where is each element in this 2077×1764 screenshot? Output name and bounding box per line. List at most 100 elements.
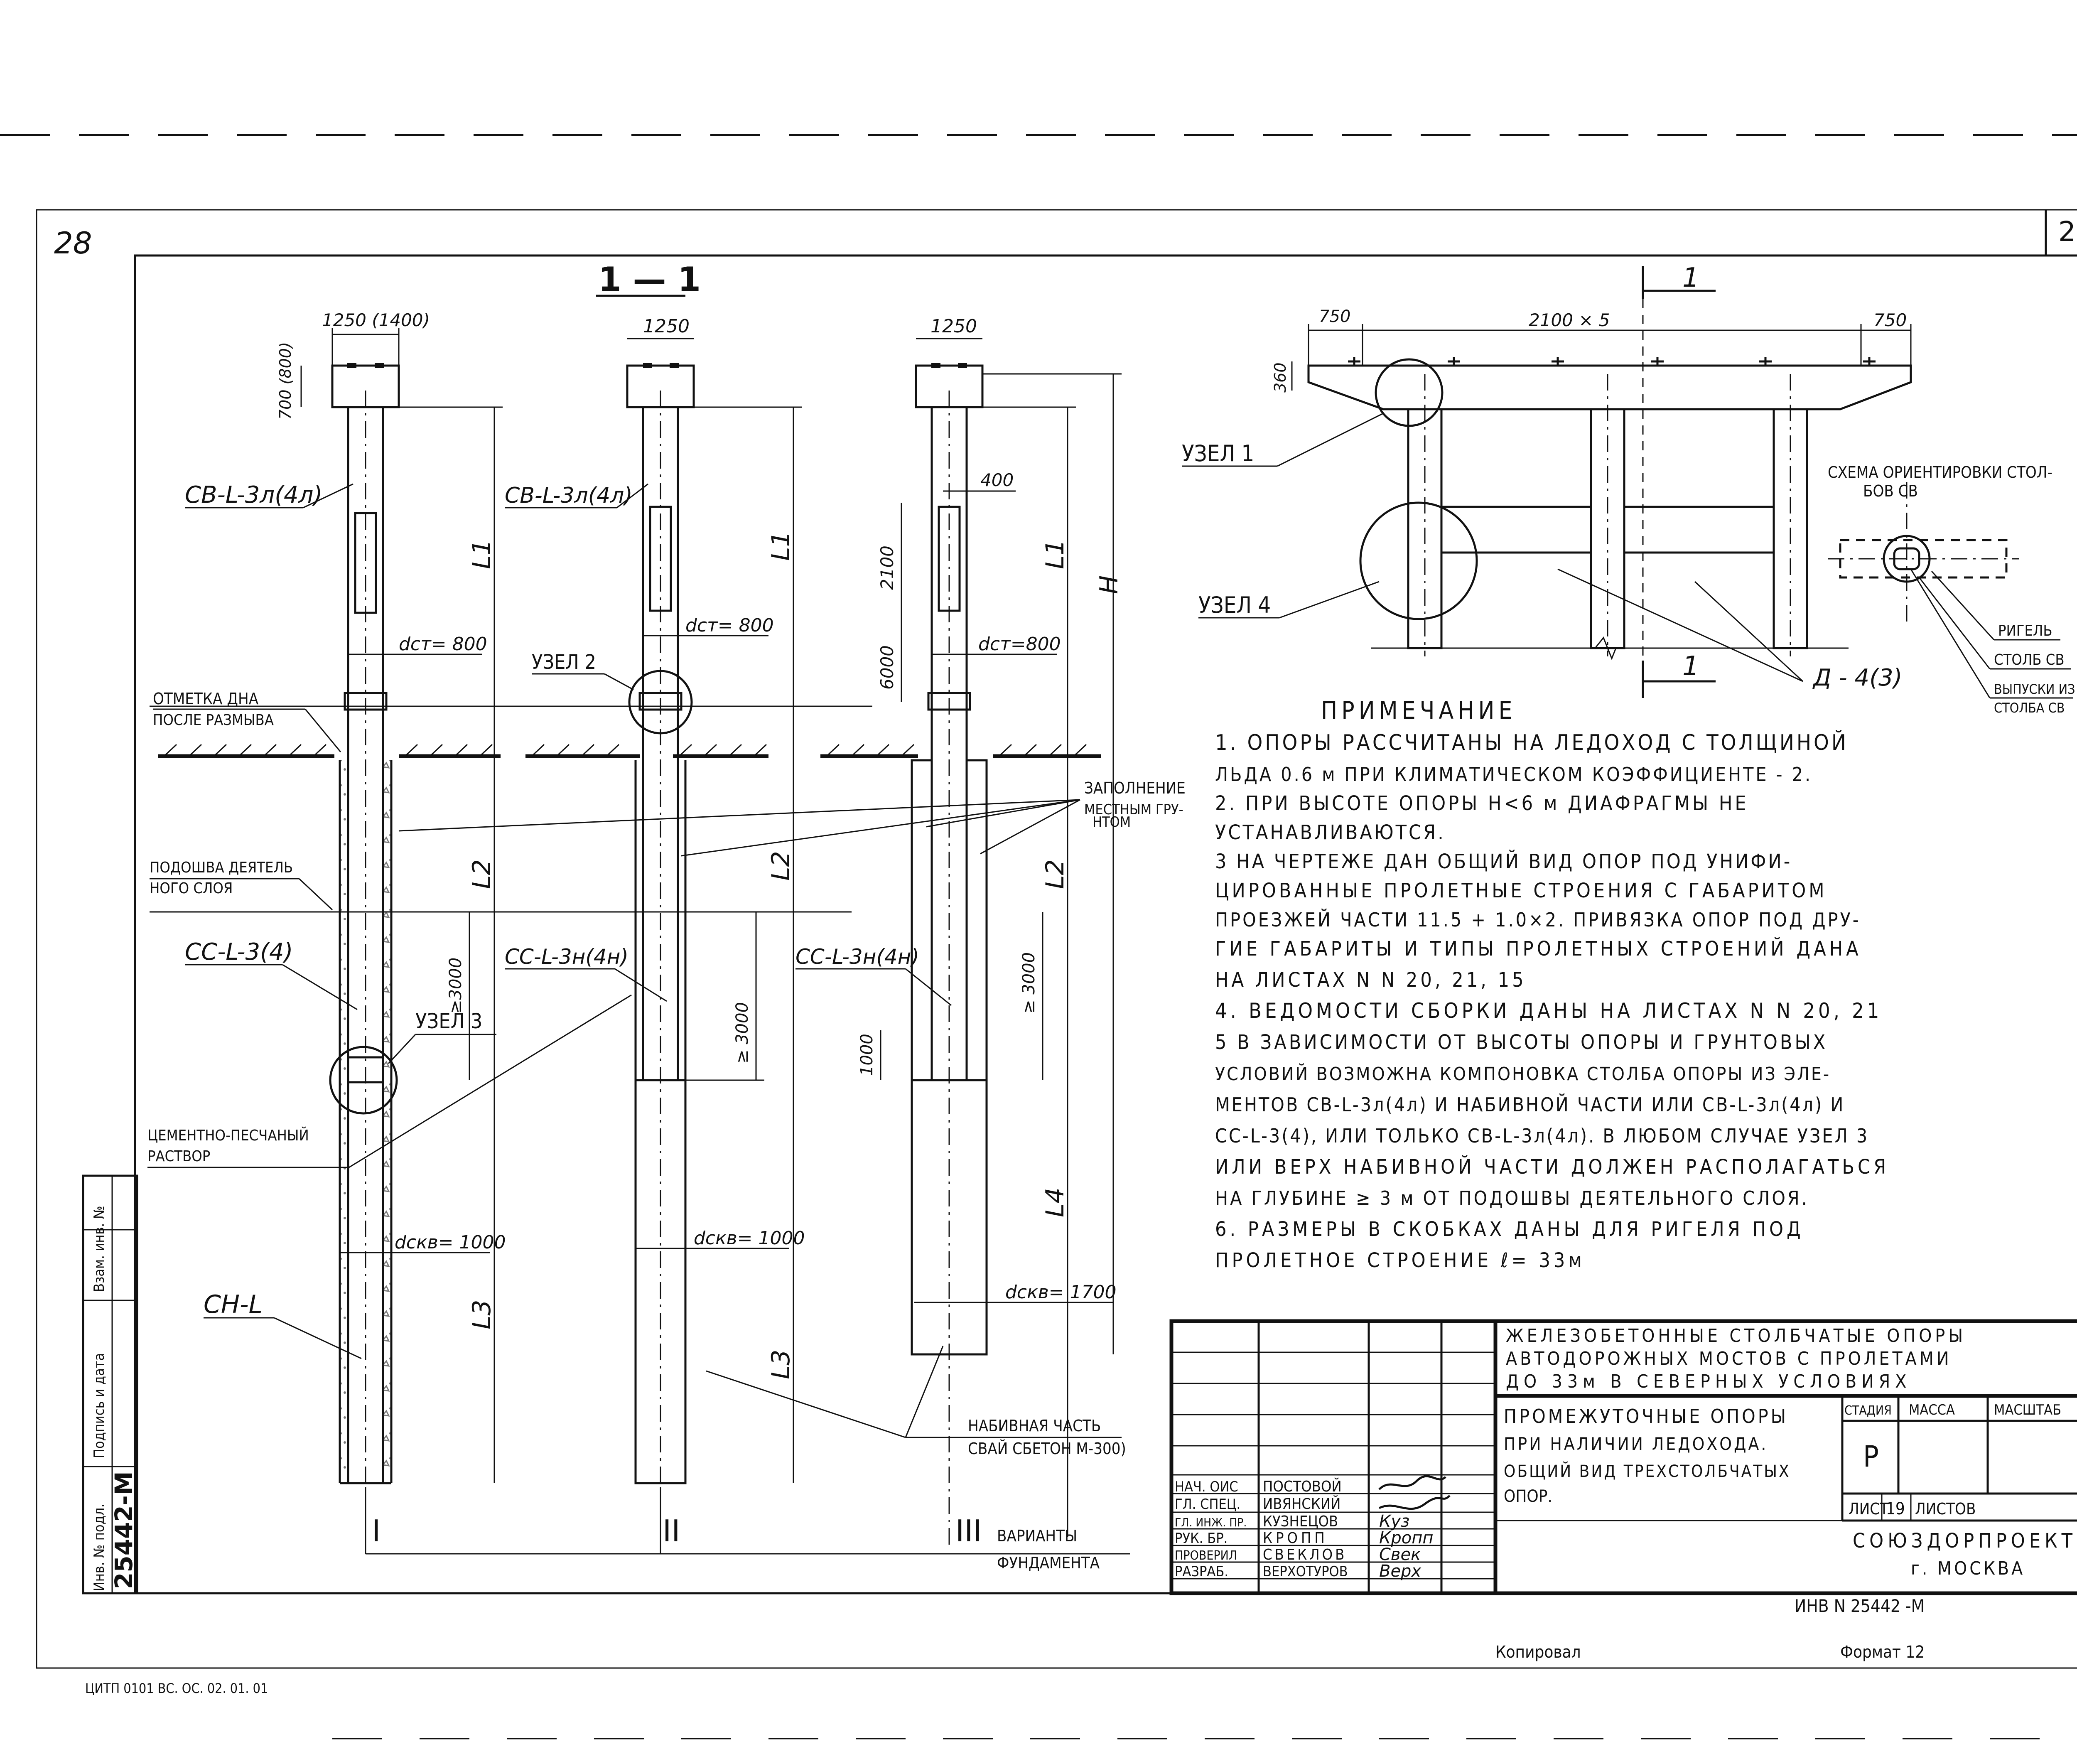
signatures: Куз Кропп Свек Верх <box>1378 1475 1451 1581</box>
copied-label: Копировал <box>1495 1643 1581 1662</box>
note-line: ПРОЕЗЖЕЙ ЧАСТИ 11.5 + 1.0×2. ПРИВЯЗКА ОП… <box>1215 909 1861 931</box>
note-line: 4. ВЕДОМОСТИ СБОРКИ ДАНЫ НА ЛИСТАХ N N 2… <box>1215 999 1882 1023</box>
note-line: НА ЛИСТАХ N N 20, 21, 15 <box>1215 968 1527 992</box>
sheet-title-3: ОБЩИЙ ВИД ТРЕХСТОЛБЧАТЫХ <box>1504 1461 1791 1481</box>
sheet-title-2: ПРИ НАЛИЧИИ ЛЕДОХОДА. <box>1504 1434 1768 1454</box>
scheme-title-2: БОВ СВ <box>1863 482 1918 500</box>
cut-marks <box>0 134 2077 1739</box>
v2-numeral: II <box>663 1513 680 1548</box>
note-line: 2. ПРИ ВЫСОТЕ ОПОРЫ Н<6 м ДИАФРАГМЫ НЕ <box>1215 792 1749 815</box>
dims-variant-1: L1 L2 L3 <box>399 406 503 1483</box>
stamp-replace: Взам. инв. № <box>91 1206 108 1292</box>
v1-dim-3000: ≥3000 <box>446 958 465 1014</box>
sheet-title-1: ПРОМЕЖУТОЧНЫЕ ОПОРЫ <box>1504 1405 1788 1427</box>
active-layer-2: НОГО СЛОЯ <box>150 880 233 897</box>
role-3: ГЛ. ИНЖ. ПР. <box>1175 1516 1247 1529</box>
signature-5: Свек <box>1379 1545 1421 1564</box>
footer-code: ЦИТП 0101 ВС. ОС. 02. 01. 01 <box>85 1680 268 1696</box>
project-line-2: АВТОДОРОЖНЫХ МОСТОВ С ПРОЛЕТАМИ <box>1506 1348 1952 1369</box>
note-line: МЕНТОВ СВ-L-3л(4л) И НАБИВНОЙ ЧАСТИ ИЛИ … <box>1215 1093 1845 1116</box>
notes: ПРИМЕЧАНИЕ 1. ОПОРЫ РАССЧИТАНЫ НА ЛЕДОХО… <box>1215 696 1886 1272</box>
v3-H: H <box>1095 575 1124 594</box>
v3-L2: L2 <box>1041 859 1070 889</box>
section-mark: 1 — 1 <box>598 260 701 299</box>
v2-node2: УЗЕЛ 2 <box>532 651 596 674</box>
note-line: 5 В ЗАВИСИМОСТИ ОТ ВЫСОТЫ ОПОРЫ И ГРУНТО… <box>1215 1031 1828 1054</box>
note-line: 3 НА ЧЕРТЕЖЕ ДАН ОБЩИЙ ВИД ОПОР ПОД УНИФ… <box>1215 850 1792 873</box>
v1-upper-label: СВ-L-3л(4л) <box>185 482 322 509</box>
el-dim-right: 750 <box>1873 310 1907 330</box>
inner-frame <box>134 254 2077 1594</box>
v3-L1: L1 <box>1041 539 1070 569</box>
role-2: ГЛ. СПЕЦ. <box>1175 1496 1240 1513</box>
diaphragm-label: Д - 4(3) <box>1812 664 1903 691</box>
role-4: РУК. БР. <box>1175 1530 1228 1547</box>
signature-4: Кропп <box>1379 1528 1434 1548</box>
stamp-inv-value: 25442-М <box>110 1471 138 1589</box>
name-6: ВЕРХОТУРОВ <box>1263 1563 1348 1580</box>
ground-lines <box>150 705 1101 913</box>
note-line: НА ГЛУБИНЕ ≥ 3 м ОТ ПОДОШВЫ ДЕЯТЕЛЬНОГО … <box>1215 1187 1809 1209</box>
v1-d-skv: dскв= 1000 <box>395 1232 506 1253</box>
scheme-title-1: СХЕМА ОРИЕНТИРОВКИ СТОЛ- <box>1828 463 2052 482</box>
v1-mid-label: СС-L-3(4) <box>185 939 293 966</box>
scheme-rigel: РИГЕЛЬ <box>1998 622 2052 639</box>
orientation-scheme: СХЕМА ОРИЕНТИРОВКИ СТОЛ- БОВ СВ РИГЕЛЬ С… <box>1828 463 2075 716</box>
v1-lower-label: СН-L <box>204 1290 263 1319</box>
variants-cap-1: ВАРИАНТЫ <box>997 1527 1077 1545</box>
node1-label: УЗЕЛ 1 <box>1182 440 1254 467</box>
mortar-1: ЦЕМЕНТНО-ПЕСЧАНЫЙ <box>147 1127 309 1144</box>
note-line: УСТАНАВЛИВАЮТСЯ. <box>1215 821 1446 844</box>
name-5: СВЕКЛОВ <box>1263 1546 1347 1563</box>
mortar-2: РАСТВОР <box>147 1148 210 1165</box>
note-line: ПРОЛЕТНОЕ СТРОЕНИЕ ℓ= 33м <box>1215 1249 1585 1272</box>
project-line-3: ДО 33м В СЕВЕРНЫХ УСЛОВИЯХ <box>1506 1371 1911 1392</box>
v2-L2: L2 <box>766 851 795 881</box>
role-1: НАЧ. ОИС <box>1175 1479 1238 1495</box>
variants-cap-2: ФУНДАМЕНТА <box>997 1554 1100 1572</box>
el-dim-360: 360 <box>1271 362 1289 393</box>
name-3: КУЗНЕЦОВ <box>1263 1513 1338 1530</box>
signature-3: Куз <box>1379 1512 1409 1531</box>
column-variant-2 <box>626 363 695 1537</box>
v1-cap-height: 700 (800) <box>276 342 295 420</box>
role-5: ПРОВЕРИЛ <box>1175 1548 1237 1563</box>
v1-L3: L3 <box>467 1300 496 1329</box>
page-number-right: 28 <box>2058 216 2077 248</box>
outer-frame <box>36 209 2077 1669</box>
v2-mid-label: СС-L-3н(4н) <box>505 945 629 969</box>
fill-label-2: МЕСТНЫМ ГРУ- <box>1084 801 1183 818</box>
note-line: 6. РАЗМЕРЫ В СКОБКАХ ДАНЫ ДЛЯ РИГЕЛЯ ПОД <box>1215 1218 1804 1241</box>
labels-variant-2: 1250 СВ-L-3л(4л) dст= 800 УЗЕЛ 2 СС-L-3н… <box>366 316 964 1555</box>
v3-d-skv: dскв= 1700 <box>1005 1282 1116 1303</box>
labels-variant-3: 1250 400 2100 6000 dст=800 СС-L-3н(4н) 1… <box>795 316 1124 1548</box>
scale-header: МАСШТАБ <box>1994 1402 2061 1418</box>
v3-d-st: dст=800 <box>978 634 1061 655</box>
note-line: ГИЕ ГАБАРИТЫ И ТИПЫ ПРОЛЕТНЫХ СТРОЕНИЙ Д… <box>1215 937 1862 961</box>
v3-numeral: III <box>955 1513 982 1548</box>
format-label: Формат 12 <box>1840 1643 1925 1662</box>
column-variant-1 <box>329 363 400 1487</box>
el-dim-mid: 2100 × 5 <box>1529 310 1610 330</box>
signature-6: Верх <box>1379 1562 1421 1581</box>
name-2: ИВЯНСКИЙ <box>1263 1495 1340 1513</box>
v2-L1: L1 <box>766 531 795 561</box>
stamp-sign: Подпись и дата <box>91 1353 108 1458</box>
elevation-view: 1 1 750 2100 × 5 750 360 <box>1182 263 1912 698</box>
v3-dim-6000: 6000 <box>877 645 897 690</box>
v3-L4: L4 <box>1041 1187 1070 1217</box>
org-name: СОЮЗДОРПРОЕКТ <box>1853 1529 2077 1553</box>
sheets-label: ЛИСТОВ <box>1915 1500 1976 1518</box>
inv-stamp: ИНВ N 25442 -М <box>1795 1596 1925 1616</box>
scheme-outlets-1: ВЫПУСКИ ИЗ <box>1994 681 2075 697</box>
v1-d-st: dст= 800 <box>399 634 487 655</box>
name-4: КРОПП <box>1263 1530 1328 1547</box>
role-6: РАЗРАБ. <box>1175 1563 1228 1580</box>
sheet-number: 19 <box>1886 1499 1905 1518</box>
cast-callout: НАБИВНАЯ ЧАСТЬ СВАЙ СБЕТОН М-300) ВАРИАН… <box>706 1346 1130 1572</box>
page-number-left: 28 <box>54 226 92 260</box>
fill-label-1: ЗАПОЛНЕНИЕ <box>1084 779 1186 797</box>
v3-dim-3000: ≥ 3000 <box>1019 952 1038 1014</box>
cast-label-2: СВАЙ СБЕТОН М-300) <box>968 1440 1126 1458</box>
side-stamp: Инв. № подл. Подпись и дата Взам. инв. №… <box>82 1174 138 1594</box>
